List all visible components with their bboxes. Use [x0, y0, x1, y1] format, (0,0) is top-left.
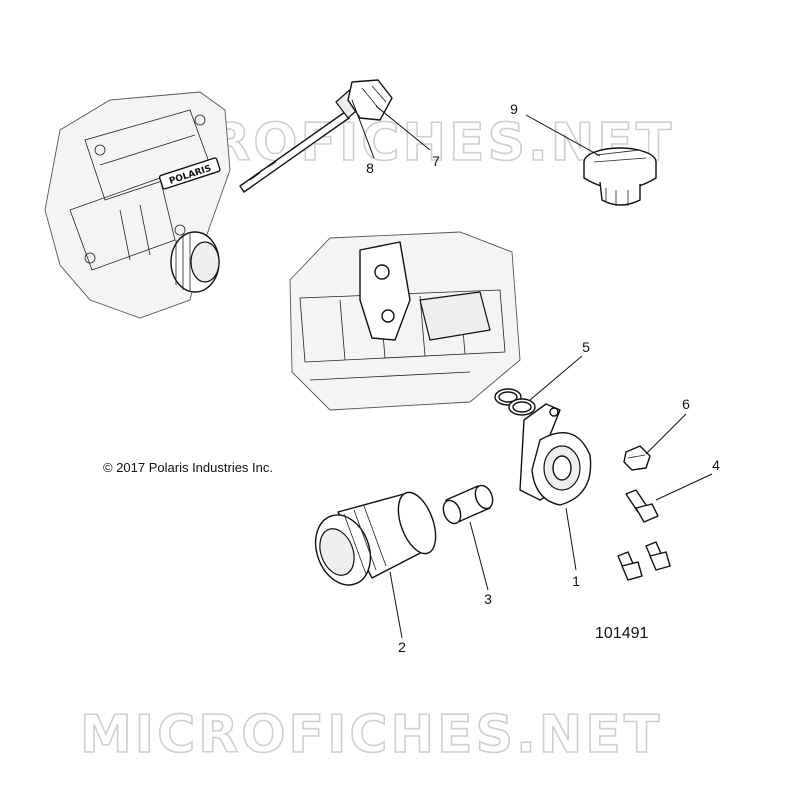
leader-lines: [351, 99, 713, 639]
callout-3: 3: [484, 591, 492, 607]
engine-block-illustration: [289, 231, 521, 411]
callout-7: 7: [432, 153, 440, 169]
callout-4: 4: [712, 457, 720, 473]
callout-8: 8: [366, 160, 374, 176]
callout-9: 9: [510, 101, 518, 117]
bolt-4-part: [625, 489, 659, 523]
callout-5: 5: [582, 339, 590, 355]
watermark-bottom: MICROFICHES.NET: [80, 705, 662, 765]
engine-head-illustration: POLARIS: [44, 91, 231, 319]
sleeve-part: [442, 484, 494, 525]
oil-filter-part: [314, 491, 437, 586]
o-rings-part: [494, 388, 536, 416]
bolt-6-part: [623, 445, 651, 471]
figure-number: 101491: [595, 625, 648, 642]
callout-6: 6: [682, 396, 690, 412]
oil-filter-adapter-part: [519, 403, 592, 506]
callout-2: 2: [398, 639, 406, 655]
oil-fill-cap-part: [583, 147, 657, 206]
copyright-notice: © 2017 Polaris Industries Inc.: [103, 460, 273, 475]
callout-1: 1: [572, 573, 580, 589]
bolt-pair-part: [617, 541, 671, 581]
